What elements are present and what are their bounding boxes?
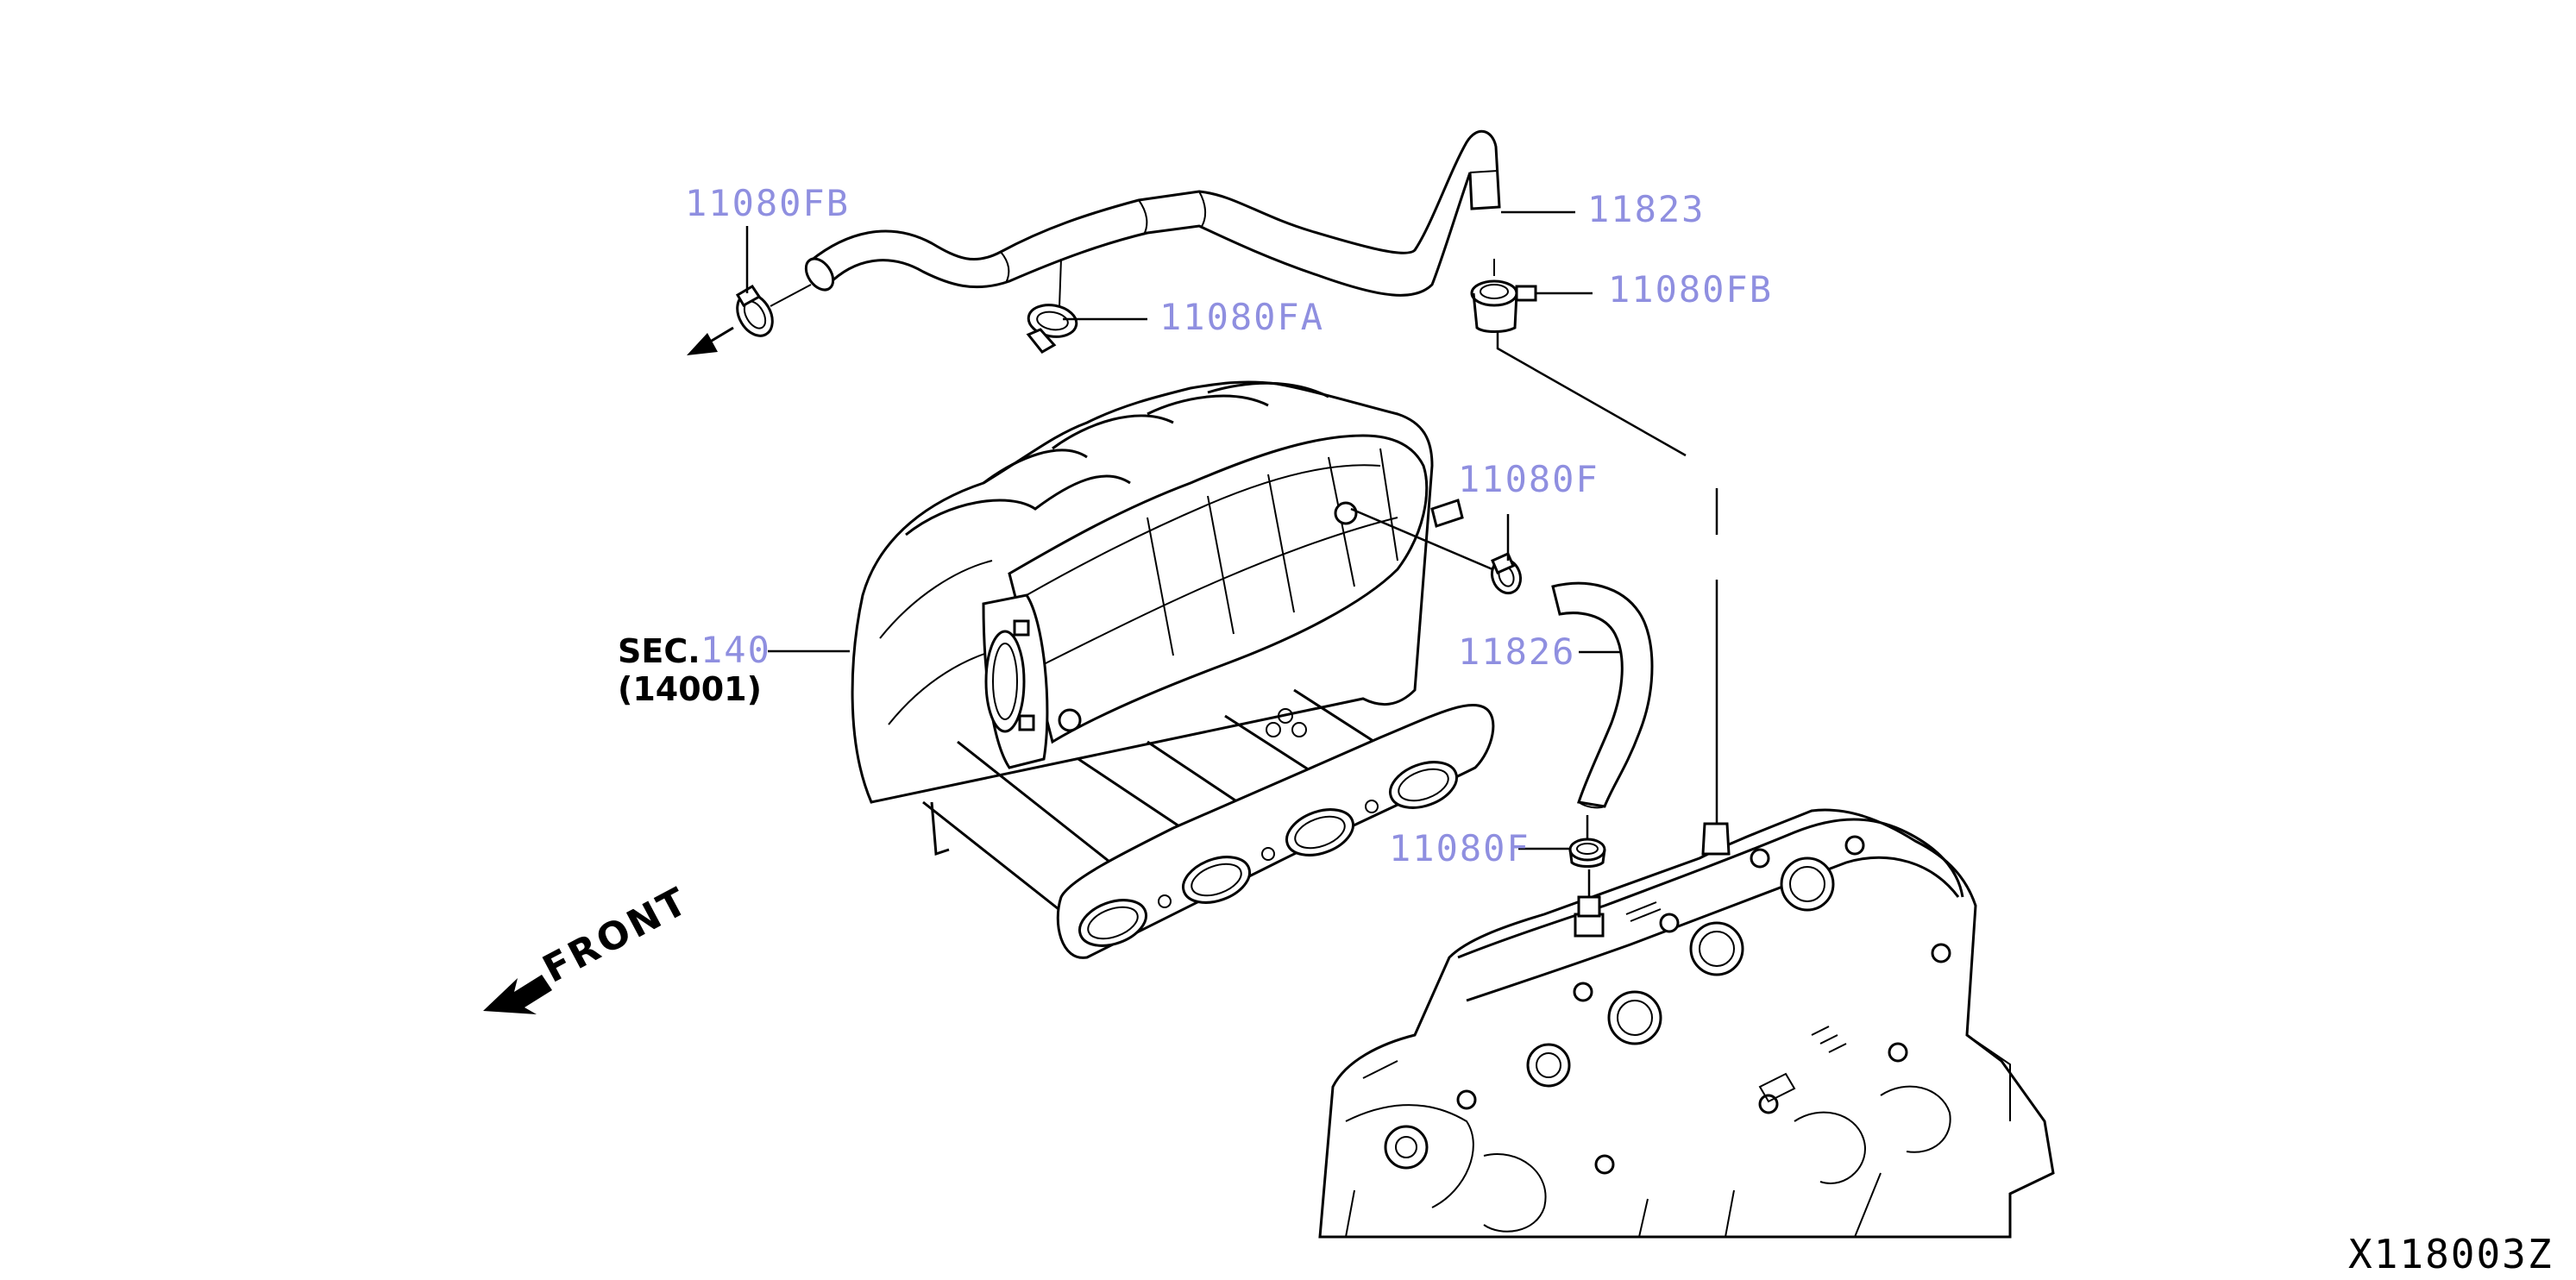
clamp-11080fa [1026,258,1078,354]
clamp-11080f-lower [1568,815,1606,906]
label-hose-11823: 11823 [1587,188,1705,230]
label-clamp-11080fa: 11080FA [1159,296,1324,338]
front-direction-arrow [483,975,552,1014]
label-clamp-11080f-lower: 11080F [1389,827,1530,869]
label-hose-11826: 11826 [1458,631,1575,673]
clamp-11080fb-right [1470,259,1537,333]
label-reference-code: X118003Z [2348,1231,2554,1277]
leader-lines [745,210,1622,850]
cylinder-head [1318,808,2055,1239]
hose-11826 [1551,581,1654,809]
label-section-number: 140 [701,629,771,671]
flow-arrow-icon [687,326,734,355]
label-clamp-11080fb-right: 11080FB [1608,268,1773,311]
label-front: FRONT [536,879,696,992]
upper-hose-assembly [804,130,1501,297]
label-section-prefix: SEC. [618,632,701,670]
intake-manifold [851,380,1495,959]
clamp-11080fb-left [735,284,812,337]
clamp-11080f-upper [1350,507,1523,595]
label-section-sub: (14001) [618,670,762,708]
label-clamp-11080fb-left: 11080FB [685,182,850,224]
label-clamp-11080f-upper: 11080F [1458,458,1599,500]
assembly-guide-line [1496,331,1718,824]
